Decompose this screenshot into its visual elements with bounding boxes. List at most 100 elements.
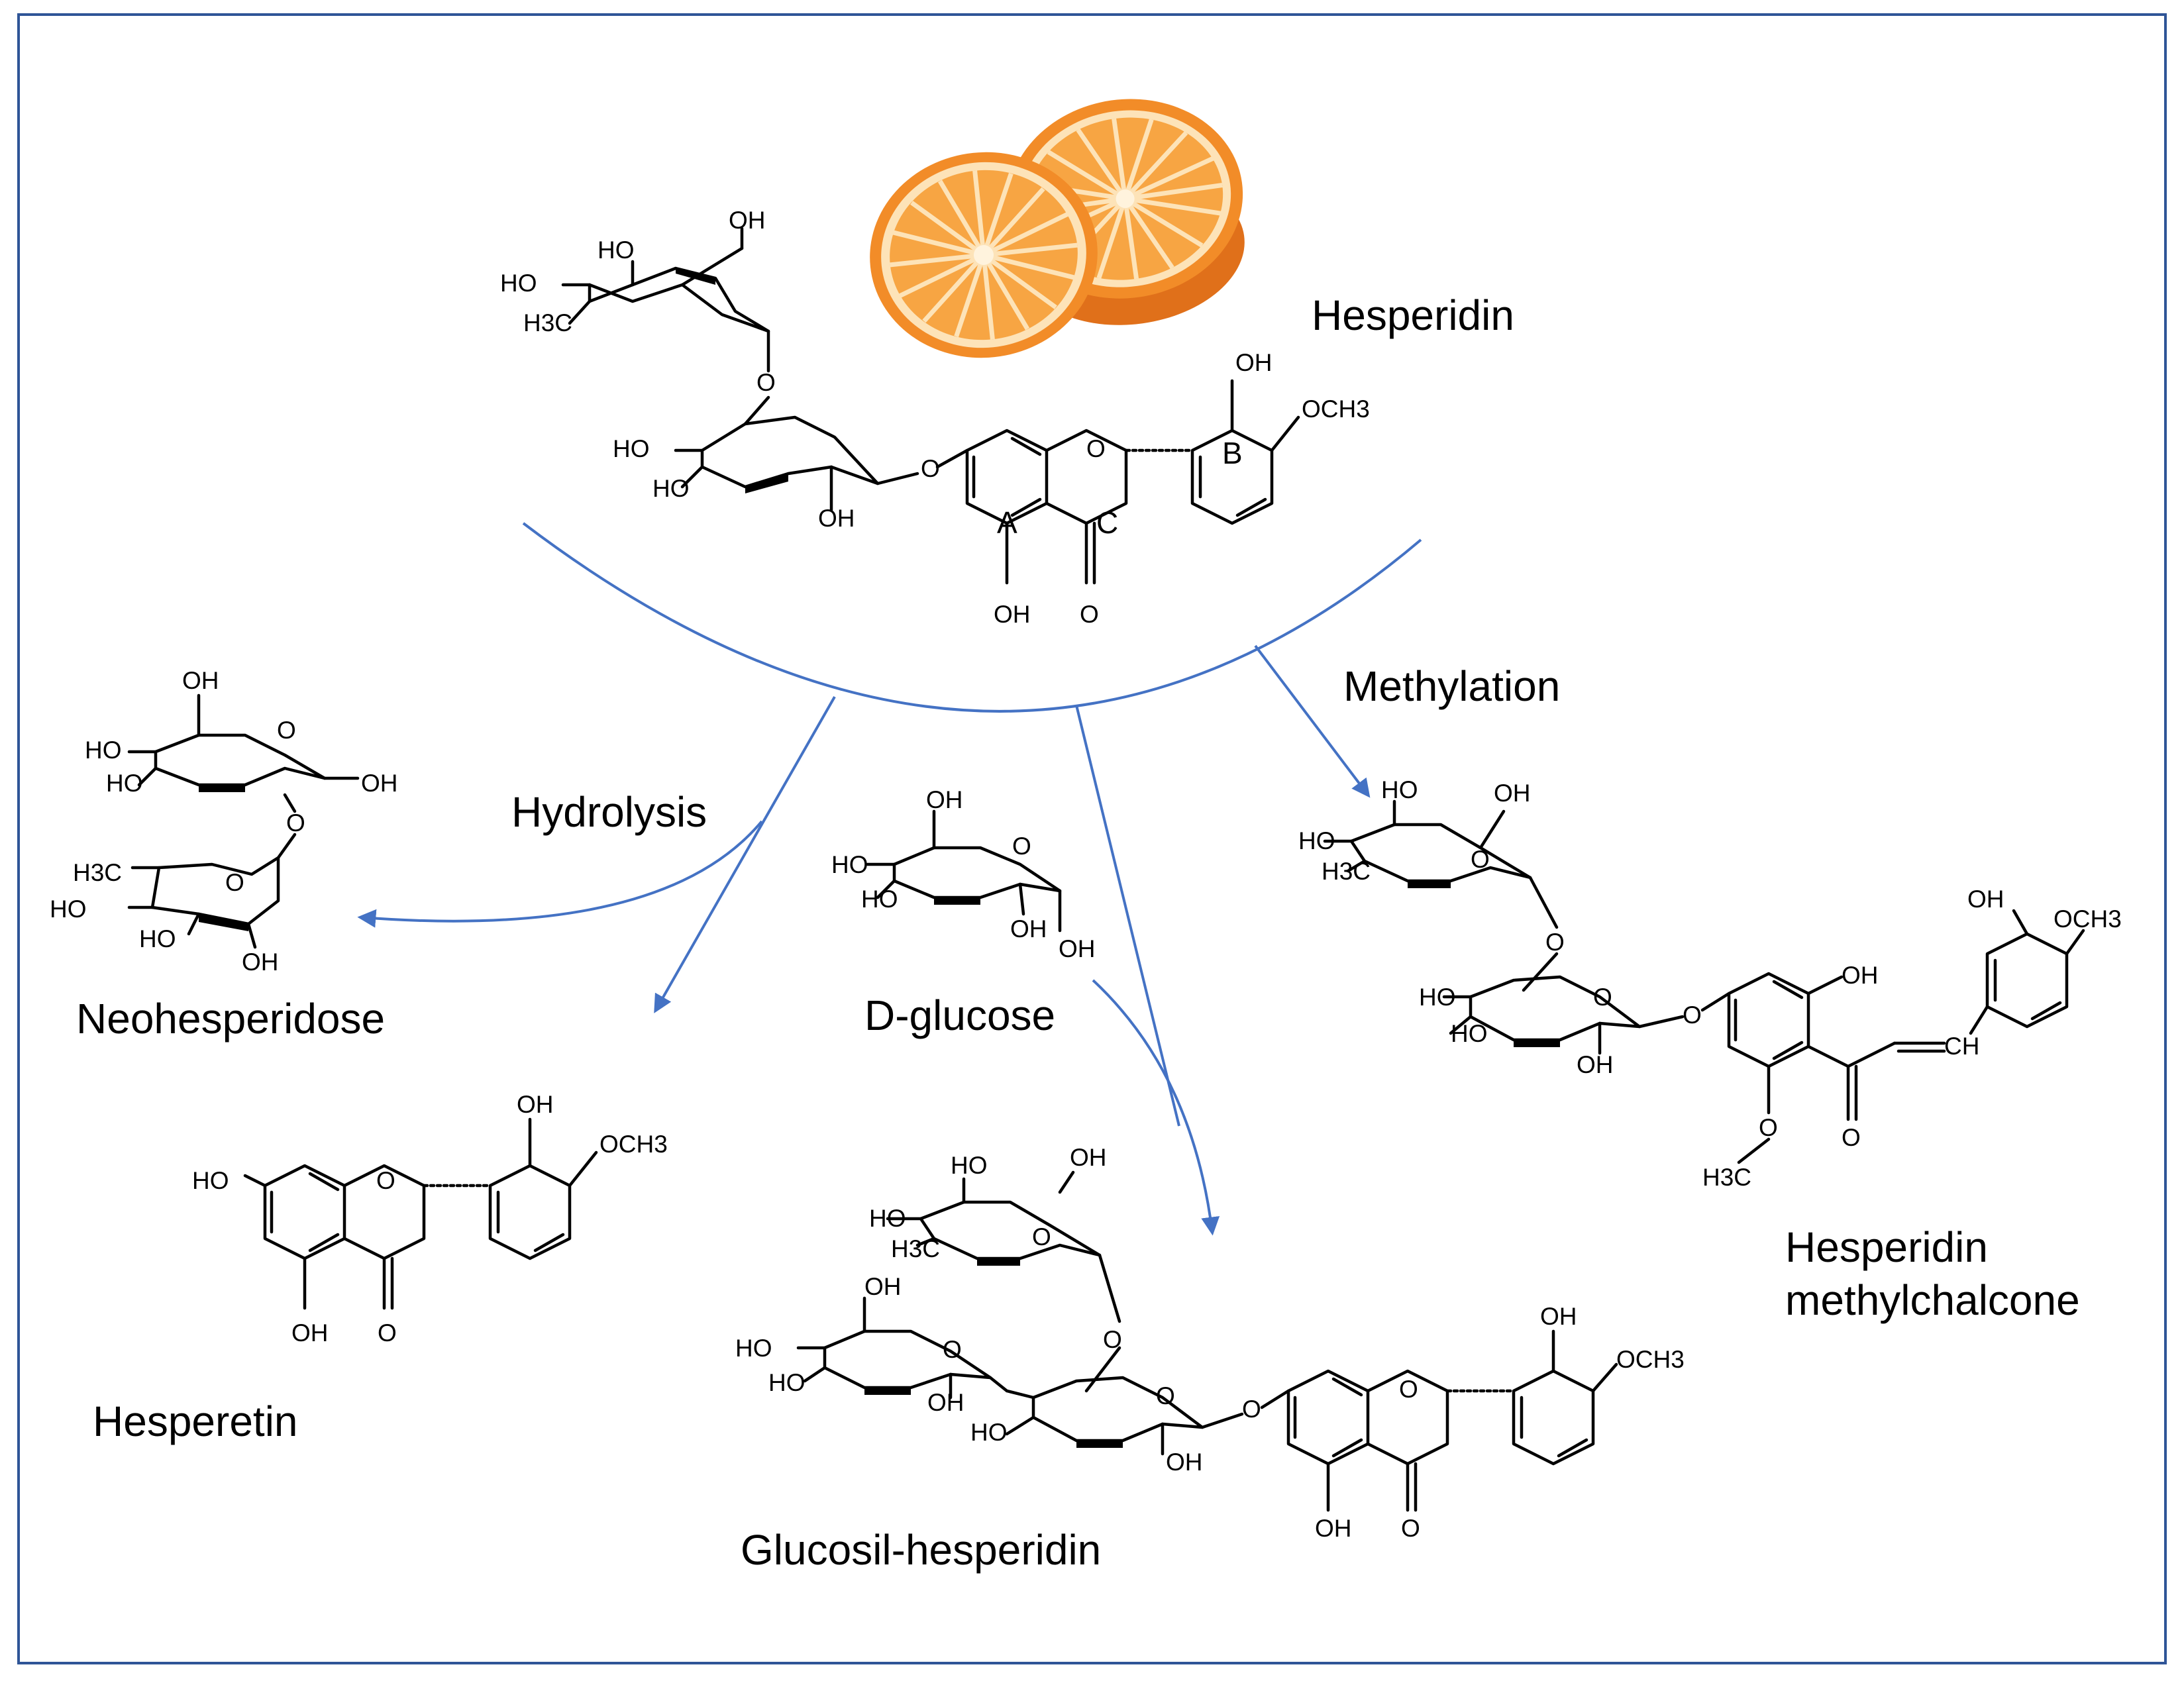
svg-text:OH: OH [729,207,766,234]
svg-text:O: O [921,455,940,482]
svg-text:OH: OH [1540,1303,1577,1330]
svg-text:HO: HO [970,1419,1008,1446]
svg-text:HO: HO [192,1167,229,1194]
label-hesperidin-methylchalcone-1: Hesperidin [1785,1223,1988,1271]
svg-text:HO: HO [831,851,868,878]
svg-text:OH: OH [1577,1051,1614,1078]
svg-text:HO: HO [951,1152,988,1179]
structure-d-glucose: OH O HO HO OH OH [831,786,1096,962]
svg-text:O: O [277,717,296,744]
svg-text:OH: OH [1235,349,1273,376]
reaction-arrows [357,522,1422,1236]
hydrolysis-arrow-hesperetin [654,696,836,1013]
ring-label-a: A [997,505,1017,540]
svg-text:OH: OH [1070,1144,1107,1171]
svg-text:OCH3: OCH3 [1302,395,1370,423]
label-methylation: Methylation [1343,662,1560,710]
svg-text:OH: OH [1967,886,2004,913]
figure-frame [17,13,2167,1664]
svg-text:HO: HO [85,737,122,764]
svg-text:OCH3: OCH3 [599,1131,668,1158]
svg-text:OH: OH [182,667,219,694]
svg-text:OH: OH [1010,915,1047,942]
svg-text:HO: HO [139,925,176,952]
label-hesperetin: Hesperetin [93,1398,298,1445]
svg-text:OH: OH [926,786,963,813]
svg-text:OH: OH [864,1273,902,1300]
svg-text:H3C: H3C [1702,1164,1751,1191]
svg-text:HO: HO [106,770,143,797]
hesperidin-bracket-curve [522,522,1422,713]
orange-fruit-icon [870,99,1245,358]
d-glucose-arrow [1092,979,1220,1236]
svg-text:OCH3: OCH3 [2054,905,2122,933]
svg-text:O: O [1156,1382,1175,1409]
svg-text:OH: OH [1842,962,1879,989]
svg-text:OH: OH [242,948,279,976]
svg-text:OH: OH [1315,1515,1352,1542]
structure-hesperetin: HO O OH O OH OCH3 [192,1091,668,1347]
svg-text:H3C: H3C [73,859,122,886]
svg-text:O: O [1401,1515,1420,1542]
svg-text:O: O [378,1319,397,1347]
svg-text:HO: HO [768,1369,806,1396]
svg-text:O: O [1242,1396,1261,1423]
svg-text:O: O [1593,984,1612,1011]
structure-hesperidin: OH HO HO H3C O HO HO OH O O OH O OH OCH3… [500,207,1370,628]
svg-text:OH: OH [517,1091,554,1118]
label-hydrolysis: Hydrolysis [511,788,707,836]
svg-text:OH: OH [818,505,855,532]
glycosylation-arrow [1075,705,1180,1127]
svg-text:OCH3: OCH3 [1616,1346,1685,1373]
svg-text:OH: OH [1059,935,1096,962]
svg-text:OH: OH [994,601,1031,628]
svg-text:HO: HO [869,1205,906,1232]
structure-neohesperidose: OH O HO HO OH O H3C O HO HO OH [50,667,398,976]
svg-text:O: O [1103,1326,1122,1353]
svg-text:O: O [1086,435,1106,462]
svg-text:H3C: H3C [1322,858,1371,885]
svg-text:OH: OH [1494,780,1531,807]
svg-text:HO: HO [652,475,690,502]
svg-text:HO: HO [598,236,635,264]
hydrolysis-arrow-neohesperidose [357,820,763,928]
svg-text:HO: HO [1451,1020,1488,1047]
svg-text:O: O [943,1336,962,1363]
structure-hesperidin-methylchalcone: OH HO HO H3C O O HO HO O OH O OH O H3C O… [1298,776,2122,1191]
svg-text:H3C: H3C [891,1235,940,1262]
svg-text:OH: OH [361,770,398,797]
label-glucosil-hesperidin: Glucosil-hesperidin [741,1526,1101,1574]
svg-text:HO: HO [861,886,898,913]
ring-label-b: B [1222,436,1243,470]
svg-text:O: O [1759,1114,1778,1141]
svg-text:HO: HO [613,435,650,462]
svg-text:O: O [1012,833,1031,860]
svg-text:O: O [1471,846,1490,873]
methylation-arrow [1254,644,1371,798]
label-hesperidin: Hesperidin [1312,291,1514,339]
svg-text:O: O [1080,601,1099,628]
svg-text:O: O [376,1167,395,1194]
svg-text:O: O [1399,1376,1418,1403]
svg-text:O: O [1842,1124,1861,1151]
svg-text:O: O [225,869,244,896]
svg-text:HO: HO [50,895,87,923]
svg-text:O: O [1545,929,1565,956]
svg-text:HO: HO [735,1335,772,1362]
svg-text:OH: OH [291,1319,329,1347]
svg-text:OH: OH [1166,1449,1203,1476]
svg-text:HO: HO [1381,776,1418,803]
svg-text:O: O [1032,1223,1051,1250]
svg-text:CH: CH [1944,1033,1979,1060]
label-neohesperidose: Neohesperidose [76,995,385,1043]
svg-text:HO: HO [500,270,537,297]
label-hesperidin-methylchalcone-2: methylchalcone [1785,1276,2080,1324]
svg-text:HO: HO [1298,827,1335,854]
svg-text:OH: OH [927,1389,964,1416]
svg-text:O: O [756,369,776,396]
structure-glucosil-hesperidin: OH HO HO H3C O O OH O HO HO OH O HO OH O… [735,1144,1685,1542]
label-d-glucose: D-glucose [864,992,1055,1039]
svg-text:HO: HO [1419,984,1456,1011]
ring-label-c: C [1096,505,1118,540]
